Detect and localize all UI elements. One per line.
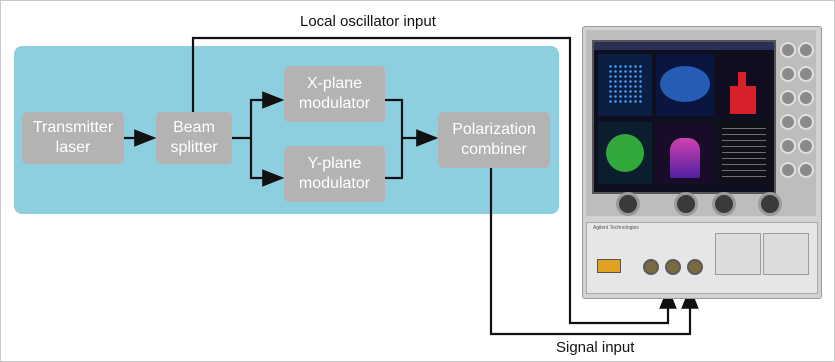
channel-knob bbox=[712, 192, 736, 216]
control-knob bbox=[780, 114, 796, 130]
channel-knob bbox=[674, 192, 698, 216]
channel-knob bbox=[758, 192, 782, 216]
input-module bbox=[763, 233, 809, 275]
control-knob bbox=[798, 66, 814, 82]
arrow-x-to-combiner bbox=[385, 98, 404, 138]
control-knob bbox=[780, 42, 796, 58]
x-plane-modulator-block: X-plane modulator bbox=[284, 66, 385, 122]
local-oscillator-label: Local oscillator input bbox=[300, 13, 436, 30]
arrow-y-to-combiner bbox=[385, 138, 404, 180]
warning-label bbox=[597, 259, 621, 273]
beam-splitter-block: Beam splitter bbox=[156, 112, 232, 164]
signal-input-jack bbox=[687, 259, 703, 275]
control-knob bbox=[798, 90, 814, 106]
lo-wire bbox=[191, 36, 677, 325]
arrow-splitter-to-y bbox=[249, 138, 285, 187]
control-knob bbox=[780, 138, 796, 154]
signal-wire bbox=[489, 168, 699, 336]
brand-text: Agilent Technologies bbox=[593, 225, 639, 231]
y-plane-modulator-block: Y-plane modulator bbox=[284, 146, 385, 202]
control-knob bbox=[780, 90, 796, 106]
optical-module-panel: Agilent Technologies bbox=[586, 222, 818, 294]
input-module bbox=[715, 233, 761, 275]
arrow-splitter-to-x bbox=[232, 91, 285, 140]
oscilloscope-screen bbox=[592, 40, 776, 194]
lo-input-jack bbox=[665, 259, 681, 275]
channel-knob bbox=[616, 192, 640, 216]
control-knob bbox=[798, 162, 814, 178]
control-knob bbox=[780, 66, 796, 82]
connector-jack bbox=[643, 259, 659, 275]
control-knob bbox=[798, 42, 814, 58]
control-knob bbox=[780, 162, 796, 178]
transmitter-laser-block: Transmitter laser bbox=[22, 112, 124, 164]
control-knob bbox=[798, 114, 814, 130]
control-knob bbox=[798, 138, 814, 154]
oscilloscope-image: Agilent Technologies bbox=[582, 26, 822, 299]
signal-input-label: Signal input bbox=[556, 339, 635, 356]
polarization-combiner-block: Polarization combiner bbox=[438, 112, 550, 168]
